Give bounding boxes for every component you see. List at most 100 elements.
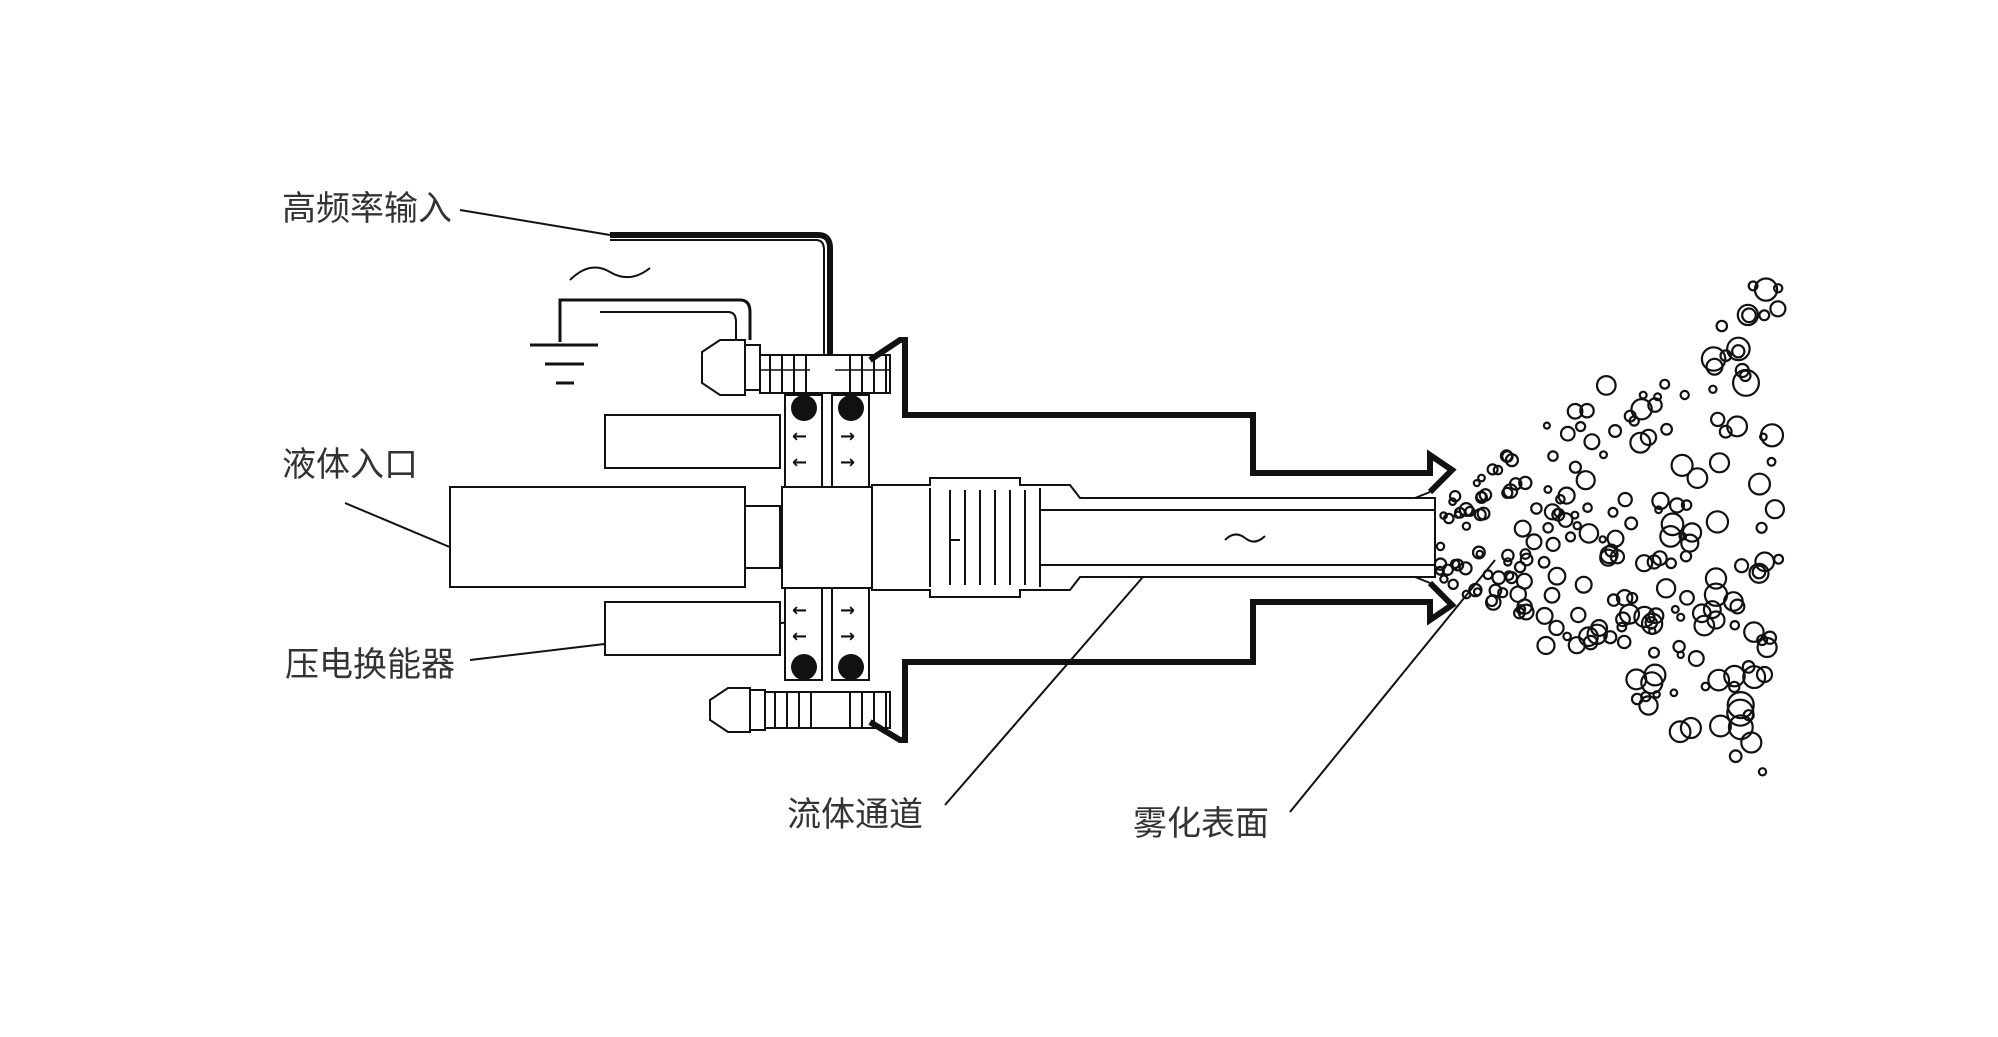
- svg-text:←: ←: [792, 426, 807, 447]
- droplet: [1718, 424, 1733, 439]
- droplet: [1653, 392, 1663, 402]
- droplet: [1453, 510, 1463, 519]
- droplet: [1439, 574, 1449, 584]
- droplet: [1740, 731, 1763, 754]
- lower-screw-head: [709, 687, 751, 733]
- droplet: [1475, 490, 1488, 503]
- droplet: [1742, 709, 1755, 722]
- droplet: [1542, 521, 1554, 534]
- piezo-center-block: [781, 486, 873, 589]
- label-high-frequency-input: 高频率输入: [282, 189, 452, 229]
- droplet: [1708, 714, 1732, 738]
- droplet: [1492, 464, 1504, 476]
- droplet: [1757, 767, 1768, 777]
- droplet: [1583, 433, 1601, 451]
- droplet: [1751, 564, 1767, 580]
- droplet: [1607, 506, 1619, 518]
- droplet: [1648, 626, 1657, 636]
- droplet: [1736, 303, 1760, 327]
- droplet: [1679, 589, 1695, 606]
- droplet: [1525, 533, 1543, 551]
- droplet: [1537, 555, 1551, 569]
- droplet: [1743, 621, 1765, 643]
- droplet: [1441, 563, 1454, 577]
- droplet: [1473, 507, 1487, 522]
- svg-text:←: ←: [792, 452, 807, 473]
- droplet: [1669, 688, 1679, 698]
- droplet: [1630, 692, 1644, 706]
- droplet: [1628, 415, 1640, 427]
- droplet: [1680, 533, 1700, 553]
- droplet: [1659, 378, 1671, 390]
- droplet: [1741, 307, 1757, 324]
- droplet: [1542, 421, 1552, 430]
- svg-text:←: ←: [792, 626, 807, 647]
- droplet: [1693, 614, 1716, 637]
- droplet: [1708, 384, 1718, 394]
- droplet: [1564, 531, 1577, 543]
- fluid-channel: [871, 477, 1436, 598]
- droplet: [1575, 470, 1596, 491]
- droplet: [1773, 553, 1785, 565]
- droplet: [1670, 453, 1694, 477]
- droplet: [1700, 681, 1711, 692]
- lower-screw: [709, 687, 891, 733]
- droplet: [1595, 375, 1617, 396]
- droplet: [1625, 668, 1648, 691]
- droplet: [1629, 431, 1652, 454]
- upper-screw: [701, 339, 891, 396]
- droplet: [1482, 569, 1494, 581]
- droplet: [1468, 582, 1483, 598]
- droplet: [1491, 570, 1507, 586]
- droplet: [1769, 300, 1787, 318]
- droplet: [1672, 639, 1686, 654]
- droplet: [1603, 630, 1618, 645]
- droplet: [1640, 671, 1664, 695]
- droplet: [1742, 665, 1767, 690]
- ground-wire: [600, 298, 752, 340]
- upper-screw-head: [701, 339, 746, 396]
- droplet: [1731, 344, 1746, 359]
- droplet: [1586, 623, 1608, 646]
- droplet: [1449, 558, 1461, 570]
- droplet: [1646, 554, 1662, 570]
- droplet: [1639, 428, 1658, 447]
- droplet: [1679, 389, 1690, 401]
- droplet: [1702, 600, 1722, 620]
- droplet: [1513, 519, 1532, 538]
- droplet: [1574, 575, 1593, 594]
- droplet: [1747, 472, 1771, 496]
- leader-atomizing-surface: [1289, 559, 1496, 813]
- droplet: [1729, 619, 1741, 631]
- droplet: [1547, 450, 1559, 462]
- droplet: [1599, 548, 1618, 567]
- ground-wire-inner: [600, 311, 737, 340]
- droplet: [1501, 548, 1515, 563]
- droplet: [1448, 490, 1462, 503]
- svg-text:→: →: [840, 626, 855, 647]
- droplet: [1704, 567, 1728, 590]
- droplet: [1651, 491, 1670, 511]
- droplet: [1691, 603, 1712, 624]
- droplet: [1458, 561, 1473, 576]
- droplet: [1568, 460, 1583, 474]
- ground-connection: [530, 266, 752, 385]
- droplet: [1679, 716, 1703, 740]
- electrode-lower-right: [838, 654, 864, 680]
- droplet: [1660, 422, 1673, 436]
- droplet: [1703, 582, 1729, 607]
- droplet: [1755, 521, 1768, 534]
- droplet: [1638, 390, 1648, 400]
- droplet: [1676, 650, 1685, 660]
- spray-droplets: [1433, 277, 1787, 777]
- droplet: [1726, 336, 1751, 362]
- piezo-electrodes: [791, 395, 864, 680]
- droplet: [1503, 557, 1513, 567]
- droplet: [1700, 346, 1727, 372]
- droplet: [1728, 680, 1741, 694]
- droplet: [1616, 621, 1628, 633]
- droplet: [1513, 560, 1527, 574]
- droplet: [1670, 604, 1680, 614]
- ac-wave-icon: [569, 266, 651, 281]
